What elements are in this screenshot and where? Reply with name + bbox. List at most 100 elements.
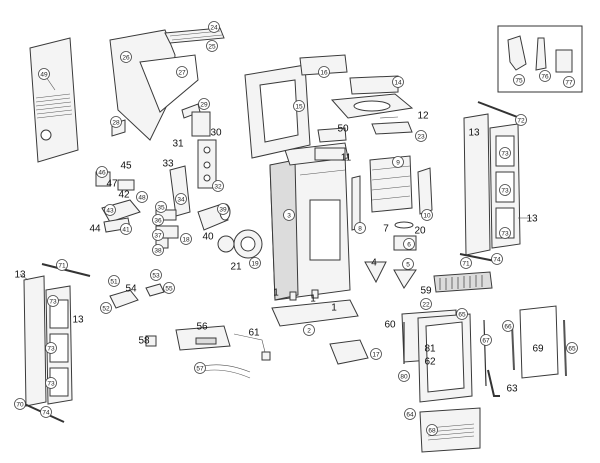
part-label-70: 70: [14, 398, 26, 410]
part-number-text: 73: [47, 380, 55, 387]
part-number-text: 13: [468, 128, 480, 139]
top-plates: [299, 54, 414, 135]
part-number-text: 68: [428, 427, 436, 434]
part-label-2: 2: [303, 324, 315, 336]
part-label-30: 30: [210, 128, 222, 139]
part-number-text: 25: [208, 43, 216, 50]
part-number-text: 60: [384, 320, 396, 331]
part-number-text: 23: [417, 133, 425, 140]
part-number-text: 13: [72, 315, 84, 326]
part-label-53: 53: [150, 269, 162, 281]
part-number-text: 34: [177, 196, 185, 203]
part-number-text: 62: [424, 357, 436, 368]
part-number-text: 41: [122, 226, 130, 233]
part-number-text: 16: [320, 69, 328, 76]
part-number-text: 6: [407, 241, 411, 248]
part-label-80: 80: [398, 370, 410, 382]
part-number-text: 80: [400, 373, 408, 380]
part-number-text: 20: [414, 226, 426, 237]
part-label-22: 22: [420, 298, 432, 310]
part-number-text: 61: [248, 328, 260, 339]
part-number-text: 76: [541, 73, 549, 80]
part-label-31: 31: [172, 139, 184, 150]
part-number-text: 73: [47, 345, 55, 352]
part-number-text: 31: [172, 139, 184, 150]
part-number-text: 12: [417, 111, 429, 122]
part-label-71b: 71: [56, 259, 68, 271]
part-number-text: 36: [154, 217, 162, 224]
part-number-text: 19: [251, 260, 259, 267]
part-label-17: 17: [370, 348, 382, 360]
part-number-text: 53: [152, 272, 160, 279]
part-number-text: 14: [394, 79, 402, 86]
part-number-text: 45: [120, 161, 132, 172]
part-number-text: 1: [310, 294, 316, 305]
part-number-text: 13: [14, 270, 26, 281]
part-label-21: 21: [230, 262, 242, 273]
part-number-text: 18: [182, 236, 190, 243]
part-number-text: 1: [273, 288, 279, 299]
part-number-text: 44: [89, 224, 101, 235]
part-label-45: 45: [120, 161, 132, 172]
part-label-76: 76: [539, 70, 551, 82]
part-number-text: 63: [506, 384, 518, 395]
part-label-43: 43: [104, 204, 116, 216]
part-label-44: 44: [89, 224, 101, 235]
part-label-19: 19: [249, 257, 261, 269]
part-number-text: 65: [458, 311, 466, 318]
part-number-text: 2: [307, 327, 311, 334]
part-label-61: 61: [248, 328, 260, 339]
part-label-13d: 13: [72, 315, 84, 326]
part-number-text: 66: [504, 323, 512, 330]
part-label-4: 4: [371, 258, 377, 269]
part-number-text: 75: [515, 77, 523, 84]
part-label-69: 69: [532, 344, 544, 355]
part-label-38: 38: [152, 244, 164, 256]
part-label-48: 48: [136, 191, 148, 203]
rear-panel: [29, 37, 79, 163]
part-number-text: 64: [406, 411, 414, 418]
part-number-text: 54: [125, 284, 137, 295]
part-number-text: 73: [501, 187, 509, 194]
part-number-text: 59: [420, 286, 432, 297]
part-number-text: 73: [501, 150, 509, 157]
part-label-34: 34: [175, 193, 187, 205]
part-label-54: 54: [125, 284, 137, 295]
part-label-74b: 74: [40, 406, 52, 418]
part-number-text: 3: [287, 212, 291, 219]
part-label-72: 72: [515, 114, 527, 126]
part-number-text: 9: [396, 159, 400, 166]
part-number-text: 38: [154, 247, 162, 254]
part-label-3: 3: [283, 209, 295, 221]
part-label-1b: 1: [310, 294, 316, 305]
part-number-text: 7: [383, 224, 389, 235]
part-label-60: 60: [384, 320, 396, 331]
part-number-text: 52: [102, 305, 110, 312]
part-number-text: 77: [565, 79, 573, 86]
part-number-text: 40: [202, 232, 214, 243]
part-label-47: 47: [106, 179, 118, 190]
part-label-29: 29: [198, 98, 210, 110]
part-number-text: 73: [49, 298, 57, 305]
front-panel: [419, 407, 481, 453]
rear-sheet: [244, 64, 311, 159]
part-number-text: 24: [210, 24, 218, 31]
part-number-text: 28: [112, 119, 120, 126]
part-label-66: 66: [502, 320, 514, 332]
part-label-46: 46: [96, 166, 108, 178]
part-label-81: 81: [424, 344, 436, 355]
part-label-65b: 65: [566, 342, 578, 354]
part-number-text: 5: [406, 261, 410, 268]
part-number-text: 15: [295, 103, 303, 110]
part-number-text: 33: [162, 159, 174, 170]
part-label-73f: 73: [45, 377, 57, 389]
part-number-text: 35: [157, 204, 165, 211]
part-number-text: 10: [423, 212, 431, 219]
part-label-49: 49: [38, 68, 50, 80]
part-number-text: 49: [40, 71, 48, 78]
part-label-52: 52: [100, 302, 112, 314]
firebox-liners: [351, 155, 433, 231]
part-label-73e: 73: [45, 342, 57, 354]
small-brackets: [111, 103, 217, 189]
